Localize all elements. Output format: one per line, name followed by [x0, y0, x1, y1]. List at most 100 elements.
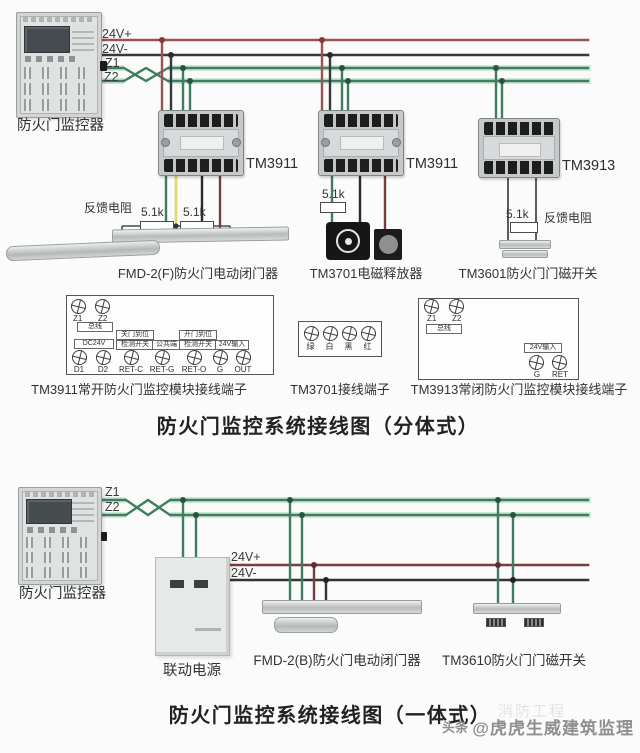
module1-label: TM3911	[246, 156, 299, 172]
panel-key-row	[26, 537, 94, 548]
panel-wire-stub-bottom	[101, 532, 107, 541]
panel-indicator-row	[25, 56, 77, 62]
tb1-g-label: G	[216, 365, 224, 374]
electromagnet-ring	[336, 229, 360, 253]
tb1-reto-label: RET-O	[181, 365, 207, 374]
door-switch-magnet-right	[524, 618, 544, 627]
door-closer-body-bottom	[274, 617, 338, 633]
label-z2-bottom: Z2	[105, 500, 120, 514]
top-bus-lines	[97, 38, 591, 87]
panel-header-strip	[25, 492, 95, 497]
door-switch-bar-bottom	[473, 603, 561, 614]
door-switch-bar1-top	[499, 240, 551, 249]
power-brand-mark	[195, 628, 221, 631]
tb1-common-tag: 公共端	[152, 340, 181, 350]
module-screw	[392, 138, 401, 147]
tb1-out-label: OUT	[234, 365, 252, 374]
tb2-caption: TM3701接线端子	[290, 382, 390, 397]
tb1-z2-label: Z2	[98, 314, 108, 323]
fire-door-monitor-panel-bottom	[18, 487, 102, 585]
module-screw	[232, 138, 241, 147]
resistor4-value: 5.1k	[506, 207, 529, 221]
module-sticker	[180, 136, 224, 150]
door-closer-slide-bar-bottom	[262, 600, 422, 614]
module-body	[483, 136, 555, 160]
label-24v-plus-top: 24V+	[102, 27, 132, 41]
module-body	[323, 129, 399, 157]
panel-key-row	[24, 83, 94, 95]
tb1-close-tag-line2: 检测开关	[116, 340, 154, 350]
panel-label-bottom: 防火门监控器	[19, 586, 106, 602]
closer2-caption: FMD-2(B)防火门电动闭门器	[253, 653, 421, 668]
panel-label-top: 防火门监控器	[17, 118, 104, 134]
title-split-type: 防火门监控系统接线图（分体式）	[156, 416, 480, 438]
feedback-resistor-label-left: 反馈电阻	[84, 201, 133, 215]
panel-key-row	[24, 67, 94, 79]
tb2-red-label: 红	[363, 342, 372, 351]
armature-disc	[378, 235, 398, 254]
module-sticker	[499, 143, 541, 157]
door-switch-magnet-left	[486, 618, 506, 627]
tb3-g-label: G	[533, 370, 541, 379]
tb3-z2-label: Z2	[452, 314, 462, 323]
label-24v-plus-bottom: 24V+	[231, 550, 261, 564]
tb2-green-label: 绿	[306, 342, 315, 351]
tb1-open-tag-line2: 检测开关	[179, 340, 217, 350]
resistor3-value: 5.1k	[322, 187, 345, 201]
module-tm3911-2	[318, 110, 404, 176]
tb2-white-label: 白	[325, 342, 334, 351]
panel-label-lines	[72, 500, 94, 522]
panel-indicator-row	[27, 527, 79, 533]
label-z1-top: Z1	[105, 56, 120, 70]
bottom-junction-dots	[180, 497, 516, 583]
watermark-handle: @虎虎生威建筑监理	[472, 719, 634, 738]
electromagnet-device	[326, 222, 370, 260]
tb1-z1-label: Z1	[73, 314, 83, 323]
tb1-d2-label: D2	[97, 365, 109, 374]
closer1-caption: FMD-2(F)防火门电动闭门器	[117, 266, 279, 281]
panel-label-lines	[72, 27, 94, 51]
label-24v-minus-bottom: 24V-	[231, 566, 257, 580]
module-terminal-strip	[164, 159, 238, 172]
module3-label: TM3913	[562, 158, 616, 174]
tb2-black-label: 黑	[344, 342, 353, 351]
top-junction-dots	[159, 37, 505, 84]
module-terminal-strip	[484, 161, 554, 174]
watermark-prefix: 头条	[441, 720, 468, 735]
label-z1-bottom: Z1	[105, 485, 120, 499]
armature-plate	[374, 229, 402, 260]
tb1-24v-tag: 24V输入	[215, 340, 249, 350]
tb3-ret-label: RET	[552, 370, 568, 379]
release-wires	[330, 172, 387, 231]
panel-key-row	[26, 552, 94, 563]
tb1-retc-label: RET-C	[119, 365, 143, 374]
switch-caption-bottom: TM3610防火门门磁开关	[441, 653, 587, 668]
module-terminal-strip	[324, 114, 398, 127]
electromagnet-core	[344, 237, 352, 245]
watermark: 头条 @虎虎生威建筑监理	[442, 714, 634, 739]
module-terminal-strip	[484, 122, 554, 135]
linkage-power-supply	[155, 557, 230, 656]
module-terminal-strip	[164, 114, 238, 127]
fire-door-monitor-panel-top	[16, 12, 102, 118]
tb1-retg-label: RET-G	[149, 365, 175, 374]
panel-key-row	[26, 567, 94, 578]
module-terminal-strip	[324, 159, 398, 172]
tb1-d1-label: D1	[73, 365, 85, 374]
power-display-left	[170, 580, 184, 588]
tb1-close-tag-line1: 关门到位	[116, 330, 154, 340]
panel-wire-stub-top	[100, 61, 107, 71]
panel-key-row	[24, 99, 94, 111]
panel-lcd-screen	[24, 26, 70, 53]
feedback-resistor-label-right: 反馈电阻	[544, 211, 593, 225]
tb3-24v-tag: 24V输入	[524, 343, 562, 353]
power-caption: 联动电源	[163, 663, 221, 679]
module-tm3913	[478, 118, 560, 178]
label-24v-minus-top: 24V-	[102, 42, 128, 56]
tb1-dc24v-tag: DC24V	[74, 339, 114, 349]
resistor4	[510, 222, 538, 233]
tb1-bus-tag: 总线	[77, 322, 113, 332]
tb1-open-tag-line1: 开门到位	[179, 330, 217, 340]
module-sticker	[340, 136, 384, 150]
